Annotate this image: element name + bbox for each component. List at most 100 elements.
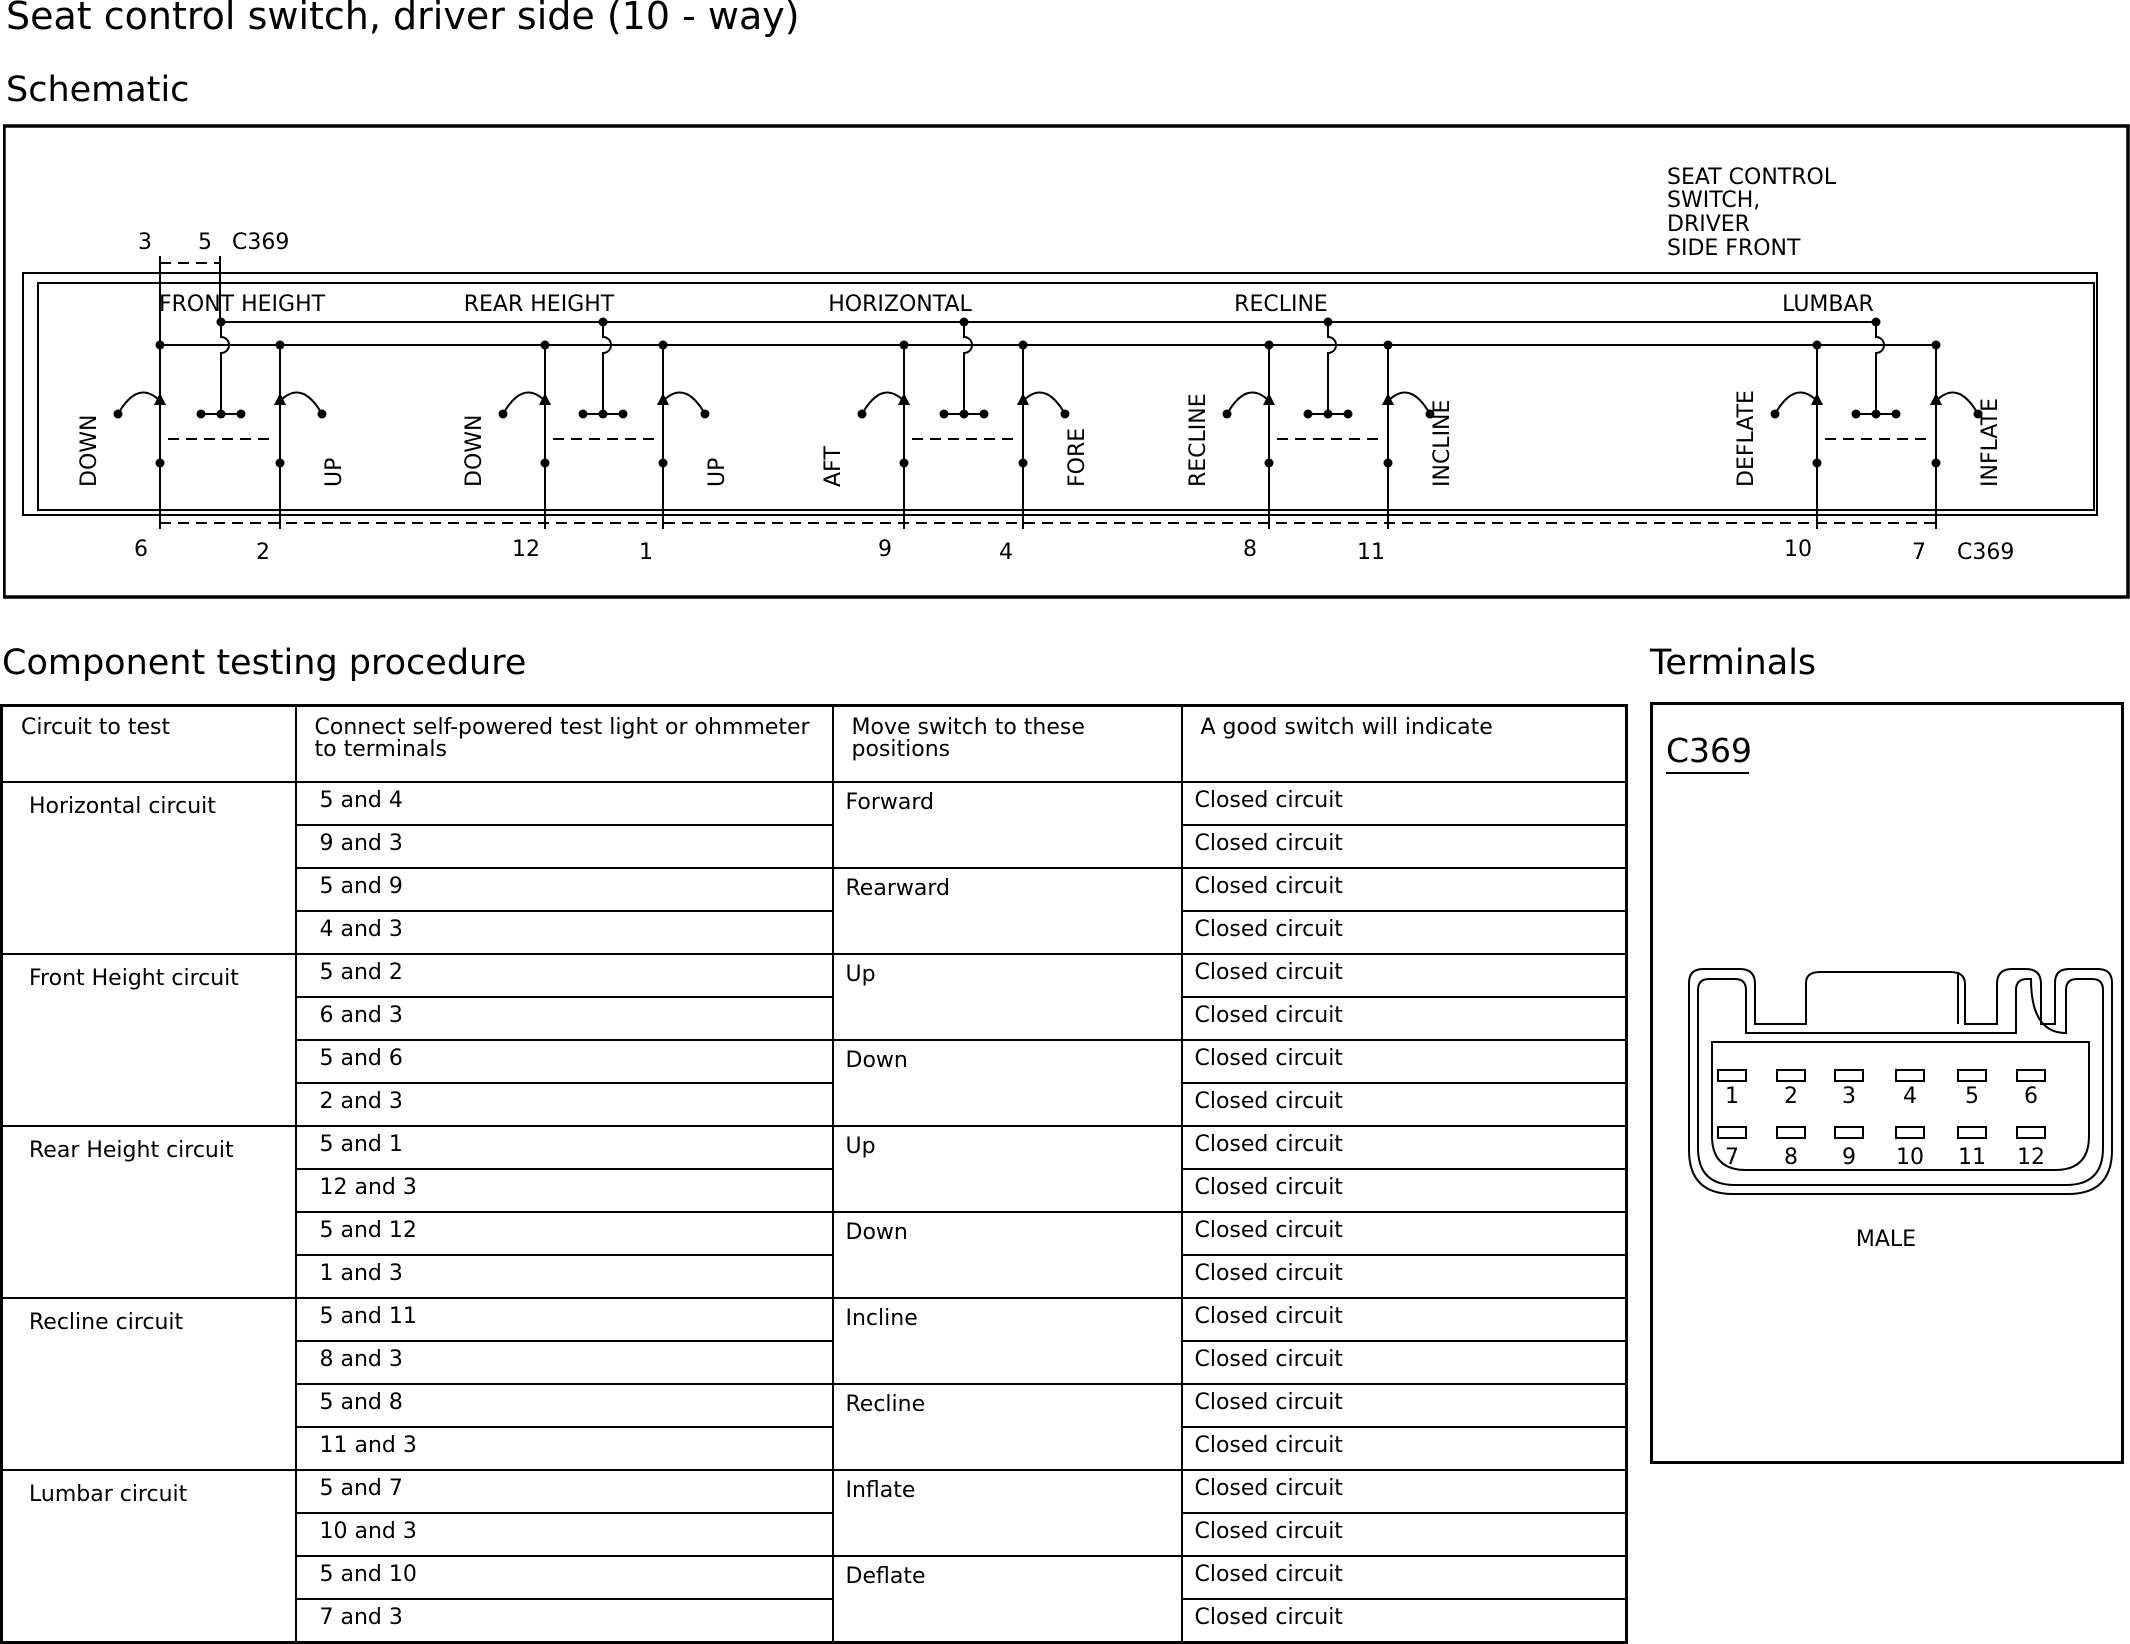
terminal-pin	[2016, 1069, 2046, 1082]
blade-contact	[1425, 409, 1435, 419]
terminals-cell: 5 and 1	[294, 1125, 834, 1170]
terminals-cell: 5 and 9	[294, 867, 834, 912]
terminal-pin	[1957, 1126, 1987, 1139]
result-cell: Closed circuit	[1180, 824, 1628, 869]
right-position-label: FORE	[1065, 428, 1090, 487]
section-title: HORIZONTAL	[828, 292, 972, 317]
circuit-name-cell: Rear Height circuit	[0, 1125, 297, 1299]
terminal-pin-number: 11	[1958, 1145, 1986, 1170]
result-cell: Closed circuit	[1180, 1383, 1628, 1428]
switch-blade	[1774, 391, 1818, 415]
switch-position-cell: Inflate	[831, 1469, 1183, 1557]
section-title: REAR HEIGHT	[464, 292, 615, 317]
result-cell: Closed circuit	[1180, 1125, 1628, 1170]
result-cell: Closed circuit	[1180, 1598, 1628, 1644]
column-header-positions: Move switch to these positions	[831, 704, 1183, 783]
result-cell: Closed circuit	[1180, 1512, 1628, 1557]
pole-junction	[1264, 458, 1274, 468]
result-cell: Closed circuit	[1180, 1039, 1628, 1084]
pole-arrow	[1382, 393, 1394, 405]
component-label-line-2: SWITCH,	[1667, 188, 1760, 213]
terminals-heading: Terminals	[1650, 643, 1817, 683]
switch-blade	[1022, 391, 1066, 415]
table-header-row: Circuit to test Connect self-powered tes…	[0, 704, 1628, 783]
pin-number: 8	[1243, 537, 1257, 562]
terminal-pin-number: 9	[1842, 1145, 1856, 1170]
pole-junction	[1018, 458, 1028, 468]
left-position-label: DOWN	[77, 415, 102, 487]
table-row: 6 and 3 Closed circuit	[2, 996, 1628, 1041]
pole-junction	[155, 458, 165, 468]
result-cell: Closed circuit	[1180, 1426, 1628, 1471]
result-cell: Closed circuit	[1180, 953, 1628, 998]
pole-junction	[1383, 458, 1393, 468]
result-cell: Closed circuit	[1180, 1082, 1628, 1127]
terminal-pin	[1895, 1069, 1925, 1082]
result-cell: Closed circuit	[1180, 1254, 1628, 1299]
pin-number: 9	[878, 537, 892, 562]
top-terminal-3: 3	[138, 230, 152, 255]
pole-arrow	[898, 393, 910, 405]
terminal-pin-number: 5	[1965, 1084, 1979, 1109]
table-row: 11 and 3 Closed circuit	[2, 1426, 1628, 1471]
common-hop-wire	[602, 322, 612, 414]
terminal-pin	[1957, 1069, 1987, 1082]
testing-procedure-heading: Component testing procedure	[2, 643, 527, 683]
terminal-pin-number: 3	[1842, 1084, 1856, 1109]
terminals-cell: 2 and 3	[294, 1082, 834, 1127]
connector-gender-label: MALE	[1856, 1227, 1916, 1252]
terminals-cell: 11 and 3	[294, 1426, 834, 1471]
switch-position-cell: Rearward	[831, 867, 1183, 955]
terminal-pin-number: 4	[1903, 1084, 1917, 1109]
column-header-circuit: Circuit to test	[0, 704, 297, 783]
pin-number: 1	[639, 540, 653, 565]
schematic-frame	[3, 124, 2130, 599]
pole-arrow	[154, 393, 166, 405]
terminal-pin	[1776, 1126, 1806, 1139]
component-label-line-4: SIDE FRONT	[1667, 236, 1801, 261]
terminals-cell: 5 and 12	[294, 1211, 834, 1256]
common-hop-wire	[1875, 322, 1885, 414]
terminal-pin-number: 12	[2017, 1145, 2045, 1170]
schematic-heading: Schematic	[6, 70, 190, 110]
common-hop-wire	[1327, 322, 1337, 414]
result-cell: Closed circuit	[1180, 1340, 1628, 1385]
switch-blade	[279, 391, 323, 415]
pole-junction	[1812, 458, 1822, 468]
pole-arrow	[1811, 393, 1823, 405]
terminals-cell: 10 and 3	[294, 1512, 834, 1557]
connector-housing-inner	[1697, 978, 2104, 1186]
blade-contact	[498, 409, 508, 419]
connector-id: C369	[1666, 731, 1752, 770]
result-cell: Closed circuit	[1180, 1168, 1628, 1213]
circuit-name-cell: Horizontal circuit	[0, 781, 297, 955]
pole-arrow	[539, 393, 551, 405]
testing-procedure-table: Circuit to test Connect self-powered tes…	[0, 704, 1628, 1644]
blade-contact	[857, 409, 867, 419]
terminals-cell: 5 and 4	[294, 781, 834, 826]
pin-number: 10	[1784, 537, 1812, 562]
pin-number: 2	[256, 540, 270, 565]
terminal-pin	[1776, 1069, 1806, 1082]
result-cell: Closed circuit	[1180, 996, 1628, 1041]
pole-arrow	[1930, 393, 1942, 405]
switch-body-inner	[37, 282, 2095, 511]
switch-position-cell: Up	[831, 953, 1183, 1041]
left-position-label: RECLINE	[1186, 393, 1211, 487]
column-header-terminals: Connect self-powered test light or ohmme…	[294, 704, 834, 783]
switch-blade	[1935, 391, 1979, 415]
pole-arrow	[1017, 393, 1029, 405]
result-cell: Closed circuit	[1180, 1211, 1628, 1256]
left-position-label: DOWN	[462, 415, 487, 487]
terminals-cell: 6 and 3	[294, 996, 834, 1041]
terminals-cell: 9 and 3	[294, 824, 834, 869]
